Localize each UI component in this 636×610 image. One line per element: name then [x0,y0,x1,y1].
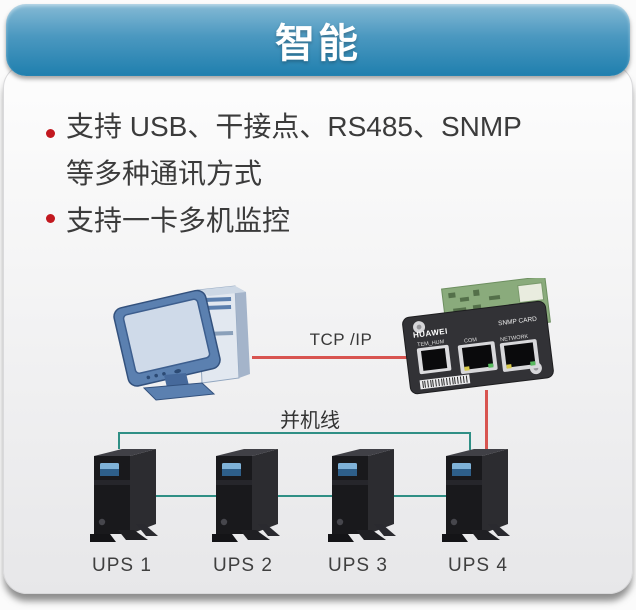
parallel-line-drop-left [118,432,120,449]
computer-illustration [113,285,250,401]
parallel-line-drop-right [469,432,471,450]
tcp-ip-label: TCP /IP [309,330,373,349]
ups-tower-1 [90,449,158,542]
computer-monitor [113,289,221,387]
snmp-port-label-tem-hum: TEM_HUM [417,339,445,348]
ups-tower-4 [442,449,510,542]
parallel-line-label: 并机线 [280,410,340,432]
snmp-card-barcode [419,374,471,390]
ups-label-2: UPS 2 [213,555,273,576]
snmp-card-brand-text: HUAWEI [412,327,448,340]
parallel-line-top [118,432,471,434]
page-title: 智能 [275,22,361,66]
ups-tower-3 [328,449,396,542]
computer-stand [142,373,216,401]
ups-logo [220,518,228,526]
bullet-dot [46,214,55,223]
ups-logo [336,518,344,526]
ups-label-3: UPS 3 [328,555,388,576]
ups-label-1: UPS 1 [92,555,152,576]
snmp-card-illustration: HUAWEI SNMP CARD TEM_HUM COM NETWORK [402,278,554,395]
parallel-line-middle [150,495,453,497]
snmp-port-label-network: NETWORK [500,334,529,343]
snmp-port-tem-hum [416,344,452,375]
ups-tower-2 [212,449,280,542]
title-banner: 智能 [6,4,630,76]
tcp-line-horizontal [252,356,414,359]
ups-logo [450,518,458,526]
bullet-text-line: 等多种通讯方式 [66,158,263,189]
bullet-dot [46,129,55,138]
snmp-card-name-text: SNMP CARD [498,316,538,328]
snmp-port-network [499,339,540,372]
ups-label-4: UPS 4 [448,555,508,576]
bullet-text-line: 支持一卡多机监控 [66,205,291,236]
snmp-port-com [457,341,498,375]
bullet-text-line: 支持 USB、干接点、RS485、SNMP [66,111,522,142]
ups-logo [98,518,106,526]
snmp-port-label-com: COM [464,337,478,345]
tcp-line-vertical [485,390,488,454]
